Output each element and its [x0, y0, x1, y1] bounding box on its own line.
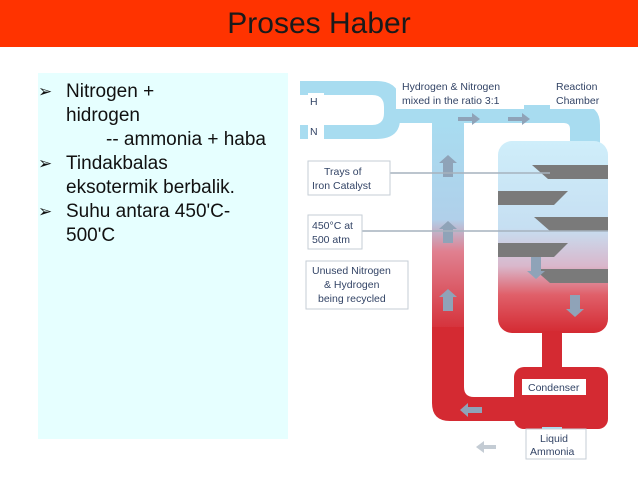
flow-arrow-icon — [439, 155, 457, 177]
recycled-label-box — [305, 260, 409, 310]
flow-arrow-icon — [439, 221, 457, 243]
ammonia-label-box — [525, 428, 587, 460]
page-title: Proses Haber — [227, 6, 411, 40]
bullet-text: eksotermik berbalik. — [66, 177, 235, 198]
inlet-h-label: H — [310, 96, 318, 108]
bullet-text: Tindakbalas — [66, 153, 168, 174]
conditions-label-line: 450°C at — [312, 220, 353, 232]
flow-arrow-icon — [460, 403, 482, 417]
trays-label-line: Trays of — [324, 166, 362, 178]
bullet-text: hidrogen — [66, 105, 140, 126]
flow-arrow-icon — [527, 257, 545, 279]
mixed-label-line: mixed in the ratio 3:1 — [402, 95, 500, 107]
arrow-bullet-icon: ➢ — [38, 82, 53, 102]
bullet-text: 500'C — [66, 225, 116, 246]
reaction-label-box — [550, 77, 606, 109]
feed-pipe — [392, 105, 600, 147]
recycled-label-line: Unused Nitrogen — [312, 265, 391, 277]
reaction-chamber — [498, 141, 608, 333]
mixed-label-line: Hydrogen & Nitrogen — [402, 81, 500, 93]
title-bar: Proses Haber — [0, 0, 638, 47]
conditions-label-box — [307, 214, 363, 250]
inlet-n-label: N — [310, 126, 318, 138]
bullet-text: -- ammonia + haba — [106, 129, 266, 150]
flow-arrow-icon — [439, 289, 457, 311]
trays-label-line: Iron Catalyst — [312, 180, 371, 192]
mixed-label-box — [396, 77, 524, 109]
bullet-text: Suhu antara 450'C- — [66, 201, 231, 222]
reaction-label-line: Reaction — [556, 81, 598, 93]
bullet-item: ➢ Tindakbalas eksotermik berbalik. — [38, 152, 300, 200]
flow-arrows — [439, 113, 584, 417]
outlet-arrow-icon — [476, 441, 496, 453]
flow-arrow-icon — [508, 113, 530, 125]
conditions-label-line: 500 atm — [312, 234, 350, 246]
catalyst-tray — [498, 191, 568, 205]
flow-arrow-icon — [458, 113, 480, 125]
bullet-list: ➢ Nitrogen + hidrogen -- ammonia + haba … — [38, 80, 300, 248]
reaction-label-line: Chamber — [556, 95, 600, 107]
condenser-label: Condenser — [528, 382, 580, 394]
catalyst-tray — [534, 269, 608, 283]
inlet-pipe-h — [300, 81, 400, 113]
inlet-pipe-n — [300, 113, 400, 139]
inlet-n-box — [308, 123, 324, 139]
catalyst-tray — [534, 217, 608, 231]
bullet-text: Nitrogen + — [66, 81, 155, 102]
return-pipe — [432, 327, 522, 421]
haber-process-diagram: H N Hydrogen & Nitrogen mixed in the rat… — [300, 77, 608, 460]
bullet-panel — [38, 73, 288, 439]
condenser — [514, 367, 608, 429]
arrow-bullet-icon: ➢ — [38, 202, 53, 222]
recycled-label-line: being recycled — [318, 293, 386, 305]
trays-label-box — [307, 160, 391, 196]
arrow-bullet-icon: ➢ — [38, 154, 53, 174]
ammonia-label-line: Ammonia — [530, 446, 575, 458]
catalyst-tray — [498, 243, 568, 257]
ammonia-label-line: Liquid — [540, 433, 568, 445]
inlet-h-box — [308, 93, 324, 109]
condenser-label-box — [522, 379, 586, 395]
flow-arrow-icon — [566, 295, 584, 317]
catalyst-tray — [532, 165, 608, 179]
bullet-item: ➢ Nitrogen + hidrogen -- ammonia + haba — [38, 80, 300, 152]
bullet-item: ➢ Suhu antara 450'C- 500'C — [38, 200, 300, 248]
tower-to-condenser-pipe — [542, 331, 562, 371]
recycled-label-line: & Hydrogen — [324, 279, 380, 291]
